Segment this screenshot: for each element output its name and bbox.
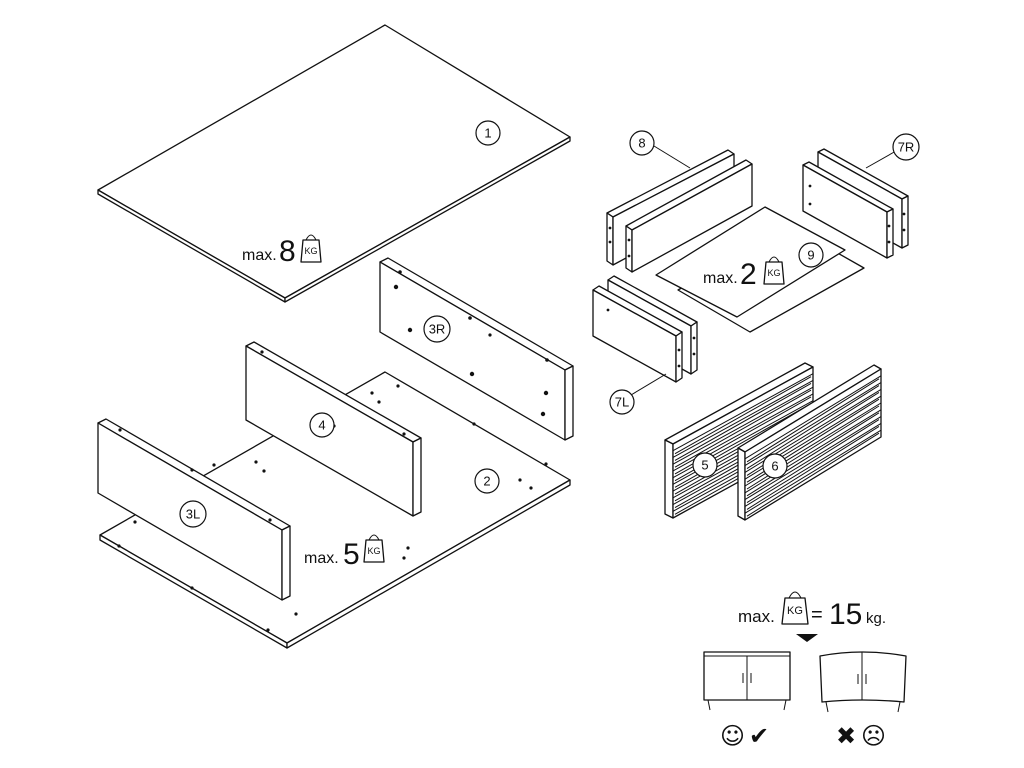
door-slat-line bbox=[744, 429, 882, 514]
door-slat-line bbox=[746, 419, 880, 504]
total-load-prefix: max. bbox=[738, 607, 775, 626]
total-load-equals: = bbox=[811, 604, 823, 626]
arrow-down-icon bbox=[796, 634, 818, 642]
kg-icon-text: KG bbox=[304, 246, 317, 256]
kg-icon-text: KG bbox=[787, 605, 803, 617]
cabinet-correct-icon bbox=[703, 651, 791, 711]
check-icon: ✔ bbox=[749, 722, 769, 750]
cross-icon: ✖ bbox=[836, 722, 856, 750]
door-slat-line bbox=[672, 373, 814, 452]
door-slat-line bbox=[674, 383, 812, 461]
door-slat-line bbox=[744, 382, 882, 467]
part-label-6: 6 bbox=[771, 459, 778, 474]
door-slat-line bbox=[746, 378, 880, 463]
door-slat-line bbox=[746, 432, 880, 517]
weight-kg-icon: KG bbox=[763, 256, 785, 285]
weight-shelf-limit: max. 5 KG bbox=[304, 534, 385, 571]
door-slat-line bbox=[744, 375, 882, 460]
part-label-3r: 3R bbox=[429, 322, 446, 337]
door-slat-line bbox=[672, 386, 814, 465]
weight-kg-icon: KG bbox=[781, 591, 809, 625]
door-slat-line bbox=[746, 412, 880, 497]
door-slat-line bbox=[746, 385, 880, 470]
door-slat-line bbox=[744, 409, 882, 494]
weight-shelf-value: 5 bbox=[343, 538, 360, 571]
weight-top-limit: max. 8 KG bbox=[242, 234, 322, 268]
cabinet-wrong-icon bbox=[819, 651, 907, 713]
panel-3r-right-side bbox=[379, 257, 574, 441]
part-label-5: 5 bbox=[701, 458, 708, 473]
drawer-part-7r bbox=[802, 148, 909, 259]
kg-icon-text: KG bbox=[767, 268, 780, 278]
panel-1-top bbox=[97, 24, 571, 303]
weight-top-value: 8 bbox=[279, 235, 296, 268]
part-label-9: 9 bbox=[807, 248, 814, 263]
weight-prefix: max. bbox=[304, 550, 339, 567]
weight-drawer-value: 2 bbox=[740, 258, 757, 291]
door-slat-line bbox=[674, 389, 812, 468]
total-load-unit: kg. bbox=[866, 610, 886, 627]
door-slat-line bbox=[746, 425, 880, 510]
part-label-7l: 7L bbox=[615, 395, 629, 410]
part-label-2: 2 bbox=[483, 474, 490, 489]
smile-icon: ☺ bbox=[720, 722, 745, 750]
total-load-value: 15 bbox=[829, 598, 862, 631]
door-slat-line bbox=[674, 376, 812, 455]
door-slat-line bbox=[744, 416, 882, 501]
drawer-part-7l bbox=[592, 275, 698, 383]
sad-face-icon: ☹ bbox=[861, 722, 886, 750]
weight-drawer-limit: max. 2 KG bbox=[703, 256, 785, 291]
weight-prefix: max. bbox=[242, 247, 277, 264]
weight-kg-icon: KG bbox=[300, 234, 322, 263]
part-label-1: 1 bbox=[484, 126, 491, 141]
weight-prefix: max. bbox=[703, 270, 738, 287]
part-label-4: 4 bbox=[318, 418, 325, 433]
door-slat-line bbox=[744, 422, 882, 507]
panel-2-bottom bbox=[99, 371, 571, 649]
part-label-7r: 7R bbox=[898, 140, 915, 155]
drawer-part-8 bbox=[606, 149, 753, 273]
part-label-8: 8 bbox=[638, 136, 645, 151]
weight-kg-icon: KG bbox=[363, 534, 385, 563]
part-label-3l: 3L bbox=[186, 507, 200, 522]
total-load-legend: max. KG = 15 kg. bbox=[738, 591, 886, 642]
kg-icon-text: KG bbox=[367, 546, 380, 556]
door-slat-line bbox=[672, 380, 814, 458]
